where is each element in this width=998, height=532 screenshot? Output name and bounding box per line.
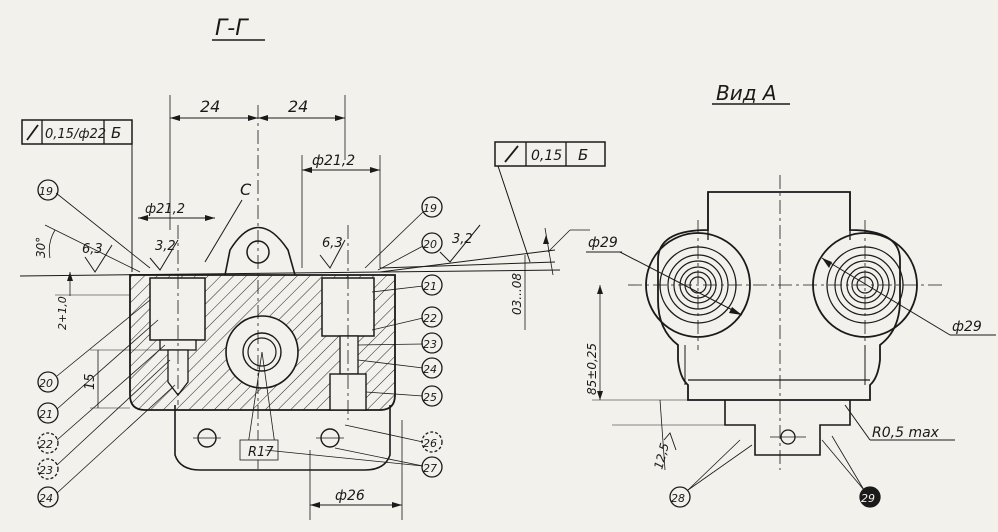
section-letter: С (240, 180, 252, 199)
callout-right-20: 20 (423, 238, 437, 251)
frame2-tolerance: 0,15 (531, 148, 562, 164)
callout-right-25: 25 (423, 391, 437, 404)
callout-right-26: 26 (423, 437, 437, 450)
dim-24-right: 24 (288, 97, 308, 116)
frame1-datum: Б (111, 124, 121, 142)
callout-right-24: 24 (423, 363, 437, 376)
callout-right-22: 22 (423, 312, 437, 325)
tolerance-frame-2: 0,15 Б (494, 141, 606, 263)
dim-12-5: 12,5 (651, 441, 671, 470)
dim-dia29-left: ф29 (588, 235, 618, 251)
callout-left-20: 20 (39, 377, 53, 390)
section-view: 24 24 0,15/ф22 Б ф21,2 ф21,2 С 3,2 6,3 (19, 95, 561, 520)
frame2-datum: Б (578, 146, 588, 164)
left-callouts: 19 20 21 22 23 24 (37, 179, 176, 508)
dim-dia29-right: ф29 (952, 319, 982, 335)
surface-mark-3-2-left: 3,2 (155, 239, 176, 254)
radius-max: R0,5 max (872, 425, 940, 441)
callout-right-19: 19 (423, 202, 437, 215)
radius-r17: R17 (248, 445, 274, 460)
dim-dia21-left: ф21,2 (145, 202, 185, 217)
surface-mark-6-3-left: 6,3 (82, 242, 103, 257)
callout-left-19: 19 (39, 185, 53, 198)
callout-28: 28 (671, 492, 685, 505)
view-title: Вид А (716, 81, 777, 105)
view-a-foot (724, 400, 851, 456)
top-lug (224, 226, 296, 276)
dim-range-03-08: 03...08 (510, 273, 524, 315)
surface-mark-3-2-right: 3,2 (452, 232, 473, 247)
tolerance-frame-1: 0,15/ф22 Б (21, 119, 133, 272)
dim-2-plus-1: 2+1,0 (56, 296, 69, 330)
left-bore-upper (149, 277, 206, 341)
callout-left-22: 22 (39, 438, 53, 451)
dim-angle-30: 30° (34, 237, 48, 258)
section-title: Г-Г (215, 16, 249, 41)
callout-left-23: 23 (39, 464, 53, 477)
dim-85: 85±0,25 (585, 343, 599, 395)
dim-15: 15 (83, 373, 98, 390)
callout-left-21: 21 (39, 408, 53, 421)
left-bore-tip (167, 349, 189, 397)
surface-mark-6-3-right: 6,3 (322, 236, 343, 251)
callout-right-21: 21 (423, 280, 437, 293)
dim-dia26: ф26 (335, 488, 365, 504)
lower-flange (174, 405, 391, 471)
dim-24-left: 24 (200, 97, 220, 116)
callout-29: 29 (861, 492, 875, 505)
callout-right-27: 27 (423, 462, 437, 475)
view-a-body (657, 191, 901, 401)
right-callouts: 19 20 21 22 23 24 25 26 27 (264, 196, 443, 478)
callout-left-24: 24 (39, 492, 53, 505)
callout-right-23: 23 (423, 338, 437, 351)
frame1-tolerance: 0,15/ф22 (45, 127, 106, 142)
dim-dia21-right: ф21,2 (312, 153, 355, 169)
view-a: ф29 ф29 85±0,25 12,5 R0,5 max 28 29 (585, 175, 996, 508)
